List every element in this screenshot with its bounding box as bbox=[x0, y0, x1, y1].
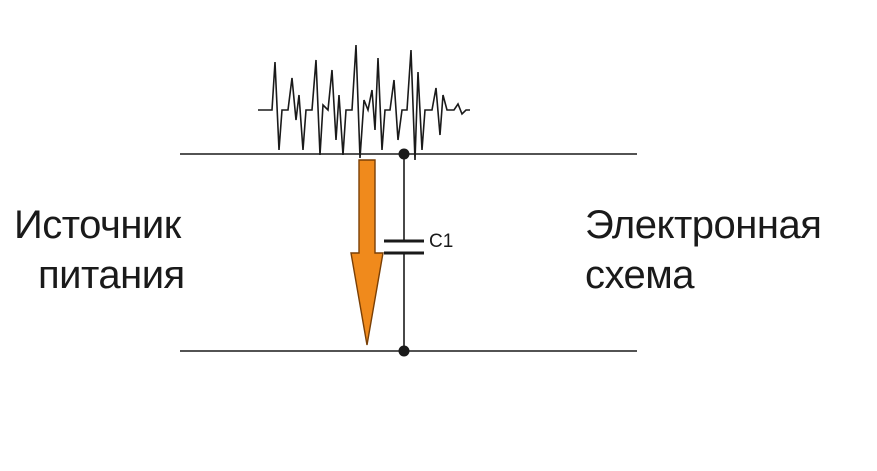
power-source-label: Источник питания bbox=[14, 200, 185, 300]
electronic-circuit-label: Электронная схема bbox=[585, 200, 822, 300]
junction-dot-bottom bbox=[398, 345, 410, 357]
junction-dot-top bbox=[398, 148, 410, 160]
electronic-circuit-label-line-1: Электронная bbox=[585, 203, 822, 247]
noise-current-arrow bbox=[350, 159, 384, 346]
power-source-label-line-2: питания bbox=[38, 253, 185, 297]
power-source-label-line-1: Источник bbox=[14, 203, 181, 247]
capacitor-label: C1 bbox=[429, 231, 454, 252]
noise-waveform bbox=[258, 44, 470, 161]
electronic-circuit-label-line-2: схема bbox=[585, 253, 695, 297]
